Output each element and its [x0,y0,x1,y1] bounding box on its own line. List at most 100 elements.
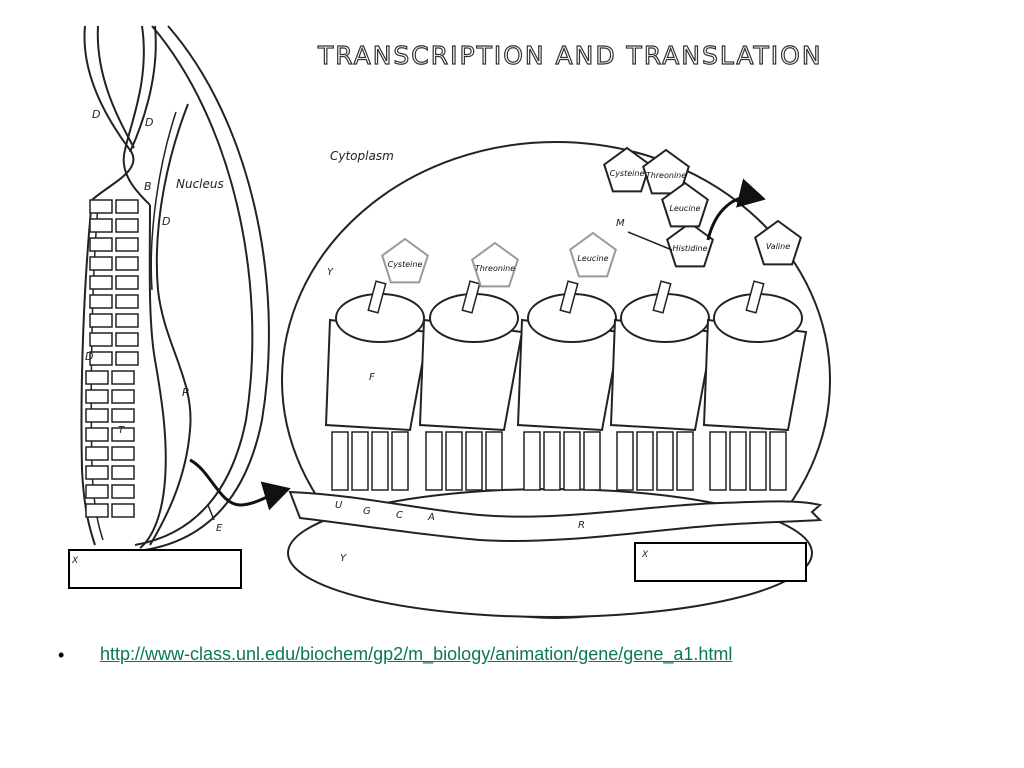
answer-box-left[interactable] [68,549,242,589]
trna-stem [559,280,579,314]
label-d-3: D [162,215,170,228]
anticodon-base [563,431,581,491]
reference-link[interactable]: http://www-class.unl.edu/biochem/gp2/m_b… [100,644,733,664]
anticodon-base [636,431,654,491]
amino-acid-valine: Valine [754,219,802,266]
anticodon-base [331,431,349,491]
reference-row: • http://www-class.unl.edu/biochem/gp2/m… [58,644,732,665]
label-d-4: D [85,350,93,363]
mrna-strand-nucleus-outer [150,111,177,291]
amino-acid-label: Cysteine [388,260,423,269]
mrna-strand-nucleus [149,103,192,546]
base-rung-left [85,427,109,442]
base-rung-left [89,199,113,214]
ribosome-large-subunit [281,141,831,619]
base-rung-left [85,370,109,385]
anticodon-base [769,431,787,491]
chain-amino-acid-leucine: Leucine [661,181,709,228]
anticodon-base [425,431,443,491]
label-f: F [369,372,375,383]
base-rung-left [85,408,109,423]
label-e: E [216,523,223,534]
base-rung-left [85,503,109,518]
anticodon-base [729,431,747,491]
base-pair-rungs [85,199,139,518]
diagram-title: TRANSCRIPTION AND TRANSLATION [317,41,823,70]
anticodon-base [465,431,483,491]
nuclear-envelope-outer [144,25,270,551]
base-rung-left [85,465,109,480]
chain-amino-acid-label: Leucine [669,204,700,213]
chain-amino-acid-pentagon [642,148,690,195]
anticodon-base [371,431,389,491]
base-rung-right [115,199,139,214]
label-y-top: Y [327,267,334,278]
amino-acid-histidine: Histidine [666,221,714,268]
base-rung-right [111,465,135,480]
m-pointer-line [627,231,673,251]
amino-acid-label: Threonine [475,264,515,273]
e-pointer-line [207,504,215,521]
nuclear-envelope-inner [134,25,254,546]
base-rung-right [115,351,139,366]
base-rung-right [115,237,139,252]
trna-3 [516,280,622,491]
anticodon-base [351,431,369,491]
label-r-ribosome: R [578,520,585,531]
trna-molecules [324,280,808,491]
base-rung-right [111,408,135,423]
label-cytoplasm: Cytoplasm [330,149,394,163]
amino-acid-pentagon [381,237,429,284]
trna-stem [367,280,387,314]
trna-stem [745,280,765,314]
base-rung-left [89,332,113,347]
dna-backbone-left [80,199,96,546]
bullet-icon: • [58,644,65,665]
label-t: T [118,425,125,436]
label-b: B [144,180,152,193]
label-d-1: D [92,108,100,121]
base-rung-left [89,275,113,290]
chain-amino-acid-cysteine: Cysteine [603,146,651,193]
anticodon-base [445,431,463,491]
base-rung-right [115,275,139,290]
base-rung-left [89,256,113,271]
dna-backbone-right [139,204,167,549]
base-rung-right [111,446,135,461]
base-rung-left [89,237,113,252]
trna-stem [461,280,481,314]
answer-box-right[interactable] [634,542,807,582]
answer-box-right-label: X [641,550,649,560]
label-d-2: D [145,116,153,129]
base-rung-right [111,427,135,442]
label-y-bottom: Y [340,553,347,564]
trna-stem [652,280,672,314]
chain-amino-acid-threonine: Threonine [642,148,690,195]
base-rung-right [111,370,135,385]
anticodon-base [391,431,409,491]
trna-1 [324,280,430,491]
base-label-g: G [363,506,371,517]
anticodon-base [656,431,674,491]
base-rung-left [89,313,113,328]
base-rung-left [89,218,113,233]
base-rung-left [85,484,109,499]
base-label-a: A [427,512,435,523]
anticodon-base [749,431,767,491]
base-rung-right [115,218,139,233]
amino-acid-label: Valine [766,242,790,251]
trna-5 [702,280,808,491]
anticodon-base [485,431,503,491]
chain-amino-acid-pentagon [661,181,709,228]
trna-4 [609,280,715,491]
base-rung-right [111,503,135,518]
base-rung-right [115,256,139,271]
chain-amino-acid-label: Cysteine [610,169,645,178]
base-rung-left [85,389,109,404]
dna-double-helix [83,25,157,206]
base-rung-left [89,294,113,309]
base-rung-right [115,313,139,328]
amino-acid-label: Histidine [672,244,707,253]
label-r-left: R [182,386,190,399]
